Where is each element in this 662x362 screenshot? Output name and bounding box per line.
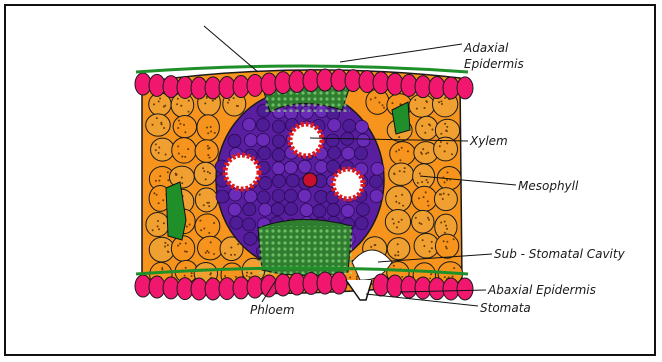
- vascular-cell: [326, 134, 339, 147]
- vascular-cell: [244, 190, 257, 203]
- mesophyll-cell: [172, 138, 197, 164]
- xylem-vessel: [290, 124, 322, 156]
- mesophyll-cell: [195, 188, 217, 212]
- leader-top-left: [204, 26, 258, 72]
- label-mesophyll: Mesophyll: [518, 179, 579, 193]
- vascular-cell: [327, 203, 340, 216]
- mesophyll-cell: [434, 188, 457, 211]
- vascular-cell: [272, 135, 285, 148]
- mesophyll-cell: [386, 186, 412, 212]
- vascular-cell: [259, 177, 272, 190]
- label-sub-stomatal-cavity: Sub - Stomatal Cavity: [494, 247, 626, 261]
- vascular-cell: [284, 189, 297, 202]
- mesophyll-cell: [195, 140, 218, 163]
- vascular-cell: [272, 148, 285, 161]
- vascular-cell: [370, 190, 383, 203]
- vascular-cell: [228, 203, 241, 216]
- epidermal-cell: [331, 272, 347, 294]
- mesophyll-cell: [412, 210, 434, 233]
- label-adaxial-2: Epidermis: [464, 57, 524, 71]
- epidermal-cell: [457, 77, 473, 99]
- vascular-cell: [242, 218, 255, 231]
- vascular-cell: [328, 119, 341, 132]
- vascular-cell: [244, 232, 257, 245]
- vascular-cell: [343, 119, 356, 132]
- vascular-cell: [272, 189, 285, 202]
- vascular-cell: [313, 204, 326, 217]
- mesophyll-cell: [171, 236, 194, 261]
- vascular-cell: [216, 190, 229, 203]
- xylem-vessel: [303, 173, 317, 187]
- vascular-cell: [315, 190, 328, 203]
- vascular-cell: [286, 174, 299, 187]
- vascular-cell: [244, 134, 257, 147]
- vascular-cell: [371, 162, 384, 175]
- mesophyll-cell: [194, 162, 217, 185]
- vascular-cell: [369, 175, 382, 188]
- vascular-cell: [357, 134, 370, 147]
- vascular-cell: [315, 160, 328, 173]
- vascular-cell: [300, 204, 313, 217]
- vascular-cell: [341, 204, 354, 217]
- mesophyll-cell: [146, 213, 169, 237]
- xylem-vessel: [333, 169, 363, 199]
- mesophyll-cell: [390, 142, 416, 166]
- mesophyll-cell: [151, 138, 175, 161]
- mesophyll-cell: [389, 163, 414, 185]
- leader-adaxial: [340, 44, 462, 62]
- mesophyll-cell: [149, 237, 174, 262]
- label-xylem: Xylem: [469, 134, 508, 148]
- vascular-cell: [342, 147, 355, 160]
- vascular-cell: [355, 147, 368, 160]
- vascular-cell: [243, 118, 256, 131]
- vascular-cell: [328, 146, 341, 159]
- vascular-cell: [257, 133, 270, 146]
- vascular-cell: [355, 217, 368, 230]
- epidermal-cell: [457, 278, 473, 300]
- vascular-cell: [298, 160, 311, 173]
- vascular-cell: [271, 203, 284, 216]
- vascular-cell: [257, 191, 270, 204]
- vascular-cell: [273, 175, 286, 188]
- vascular-cell: [355, 120, 368, 133]
- mesophyll-cell: [412, 186, 437, 211]
- vascular-cell: [272, 162, 285, 175]
- mesophyll-cell: [195, 214, 220, 239]
- vascular-cell: [298, 189, 311, 202]
- mesophyll-cell: [198, 236, 223, 260]
- vascular-cell: [243, 203, 256, 216]
- vascular-cell: [230, 216, 243, 229]
- mesophyll-cell: [146, 114, 170, 136]
- xylem-vessel: [225, 155, 259, 189]
- vascular-cell: [259, 203, 272, 216]
- vascular-cell: [356, 203, 369, 216]
- mesophyll-cell: [197, 115, 219, 141]
- label-abaxial-epidermis: Abaxial Epidermis: [487, 283, 596, 297]
- label-phloem: Phloem: [250, 303, 295, 317]
- label-adaxial-1: Adaxial: [463, 41, 509, 55]
- vascular-cell: [272, 120, 285, 133]
- vascular-cell: [285, 202, 298, 215]
- vascular-cell: [256, 118, 269, 131]
- mesophyll-cell: [435, 234, 458, 258]
- mesophyll-cell: [416, 116, 438, 140]
- label-stomata: Stomata: [480, 301, 531, 315]
- vascular-cell: [228, 134, 241, 147]
- mesophyll-cell: [387, 238, 410, 260]
- mesophyll-cell: [173, 115, 196, 137]
- vascular-cell: [284, 161, 297, 174]
- vascular-cell: [258, 147, 271, 160]
